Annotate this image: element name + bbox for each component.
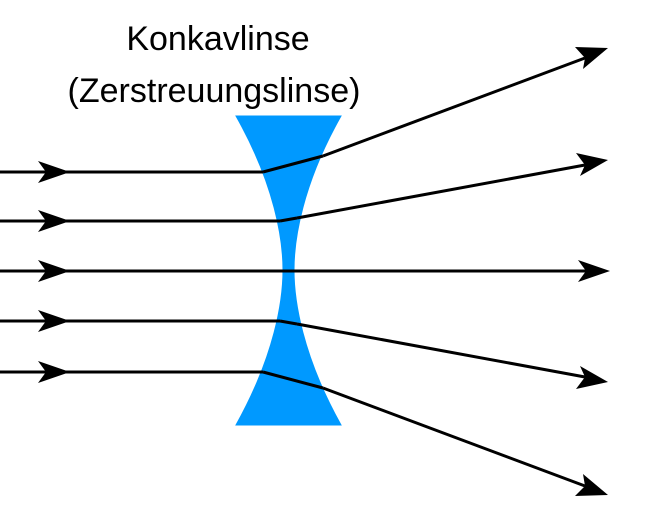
outgoing-arrow-1 — [575, 47, 608, 69]
inner-ray-4 — [279, 319, 298, 326]
outgoing-arrow-2 — [576, 153, 608, 176]
outgoing-ray-1 — [322, 56, 586, 158]
outgoing-ray-5 — [322, 386, 586, 488]
title-line-1: Konkavlinse — [126, 20, 309, 58]
incoming-arrow-1 — [38, 161, 70, 183]
incoming-arrow-2 — [38, 210, 70, 232]
outgoing-arrow-3 — [578, 260, 610, 282]
outgoing-ray-4 — [296, 322, 586, 379]
title-line-2-main: (Zerstreuungslinse — [68, 72, 350, 110]
title-line-2-close: ) — [349, 72, 360, 110]
outgoing-ray-2 — [296, 163, 586, 220]
inner-ray-2 — [279, 216, 298, 223]
outgoing-arrow-4 — [576, 366, 608, 389]
title-line-2: (Zerstreuungslinse) — [68, 72, 361, 110]
inner-ray-1 — [262, 154, 324, 174]
outgoing-rays — [288, 47, 610, 496]
outgoing-arrow-5 — [575, 474, 608, 496]
incoming-arrow-3 — [38, 260, 70, 282]
inner-ray-5 — [262, 370, 324, 390]
refraction-inside-lens — [262, 154, 324, 390]
incoming-arrow-4 — [38, 310, 70, 332]
incoming-rays — [0, 161, 288, 383]
incoming-arrow-5 — [38, 361, 70, 383]
